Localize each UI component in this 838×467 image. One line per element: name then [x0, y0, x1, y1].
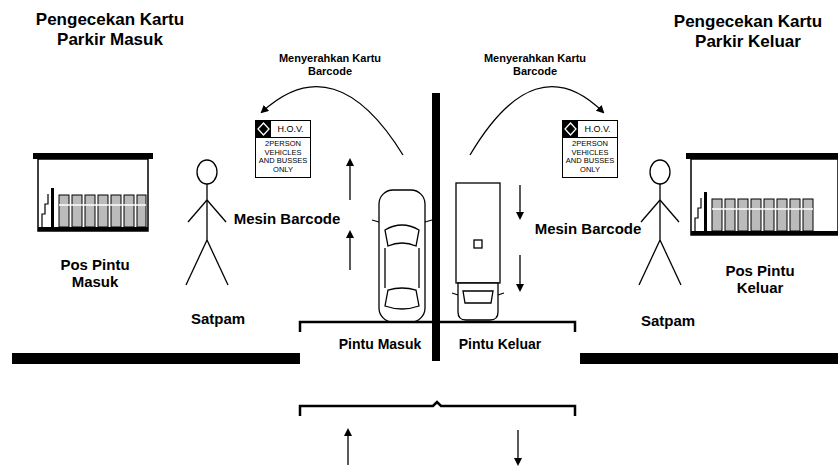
barcode-sign: H.O.V. 2PERSON VEHICLES AND BUSSES ONLY: [562, 120, 618, 178]
heading: Pengecekan Kartu Parkir Masuk: [25, 10, 195, 49]
action-label: Menyerahkan Kartu Barcode: [268, 52, 392, 77]
guard-label: Satpam: [178, 310, 258, 327]
heading: Pengecekan Kartu Parkir Keluar: [663, 12, 833, 51]
sign-header: H.O.V.: [563, 121, 617, 138]
road-wall-right: [580, 353, 838, 364]
direction-arrows: [262, 87, 603, 465]
truck: [452, 183, 504, 320]
gate-label: Pintu Keluar: [450, 336, 550, 352]
sign-title: H.O.V.: [271, 124, 310, 134]
post-label: Pos Pintu Keluar: [705, 262, 815, 297]
action-label: Menyerahkan Kartu Barcode: [473, 52, 597, 77]
gate-lines: [300, 322, 575, 416]
post-building-right: [686, 153, 838, 235]
barcode-sign: H.O.V. 2PERSON VEHICLES AND BUSSES ONLY: [255, 120, 311, 178]
sign-title: H.O.V.: [578, 124, 617, 134]
guard-label: Satpam: [628, 312, 708, 329]
car: [372, 190, 432, 322]
sign-body: 2PERSON VEHICLES AND BUSSES ONLY: [256, 138, 310, 177]
road-wall-left: [12, 353, 300, 364]
sign-body: 2PERSON VEHICLES AND BUSSES ONLY: [563, 138, 617, 177]
post-building-left: [33, 153, 153, 231]
guard-right: [639, 160, 681, 285]
diamond-icon: [563, 121, 578, 137]
machine-label: Mesin Barcode: [528, 220, 648, 237]
sign-header: H.O.V.: [256, 121, 310, 138]
guard-left: [186, 160, 228, 285]
gate-label: Pintu Masuk: [330, 336, 430, 352]
machine-label: Mesin Barcode: [227, 210, 347, 227]
post-label: Pos Pintu Masuk: [40, 256, 150, 291]
diamond-icon: [256, 121, 271, 137]
